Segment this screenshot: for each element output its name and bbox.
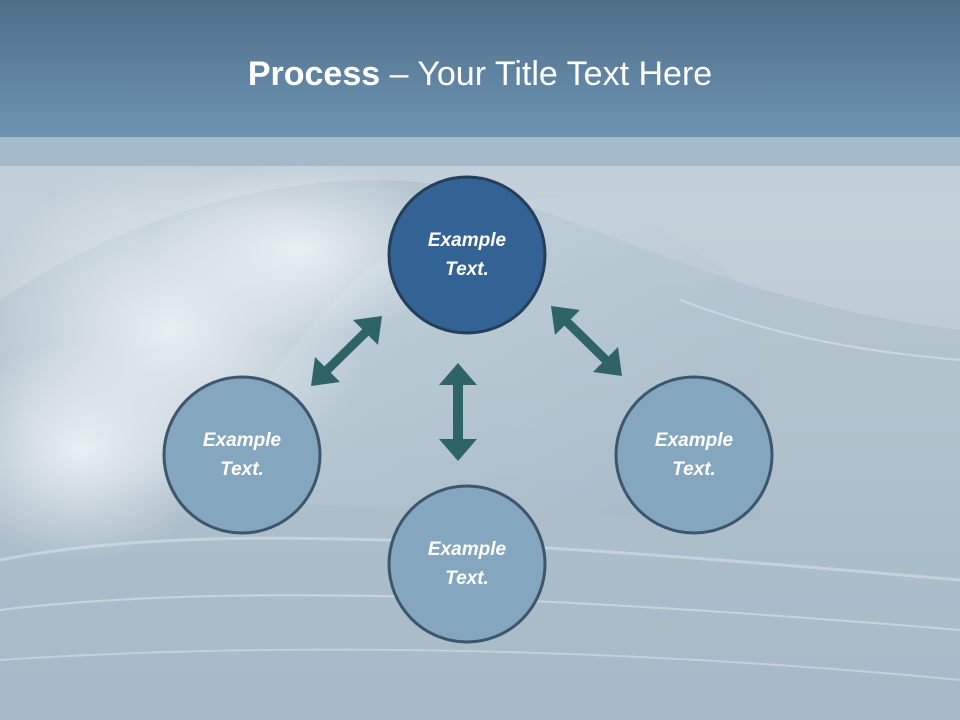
node-circle-right[interactable] <box>614 375 774 535</box>
node-label-top: Example Text. <box>389 226 545 284</box>
node-bottom-line1: Example <box>427 539 507 560</box>
node-circle-top[interactable] <box>387 175 547 335</box>
node-circle-left[interactable] <box>162 375 322 535</box>
arrow-top-bottom <box>439 363 477 461</box>
node-circle-bottom[interactable] <box>387 484 547 644</box>
title-bar <box>0 0 960 137</box>
arrow-top-right <box>551 306 622 376</box>
node-top-line1: Example <box>427 230 507 251</box>
node-left-line2: Text. <box>220 459 264 480</box>
node-top-line2: Text. <box>445 259 489 280</box>
node-label-bottom: Example Text. <box>389 535 545 593</box>
node-label-left: Example Text. <box>164 426 320 484</box>
arrow-top-left <box>311 316 382 386</box>
title-sub-band <box>0 137 960 166</box>
node-left-line1: Example <box>202 430 282 451</box>
node-right-line1: Example <box>654 430 734 451</box>
slide-title: Process – Your Title Text Here <box>0 52 960 96</box>
node-label-right: Example Text. <box>616 426 772 484</box>
title-bold: Process <box>247 55 381 93</box>
node-bottom-line2: Text. <box>445 568 489 589</box>
title-rest: – Your Title Text Here <box>380 55 713 93</box>
node-right-line2: Text. <box>672 459 716 480</box>
